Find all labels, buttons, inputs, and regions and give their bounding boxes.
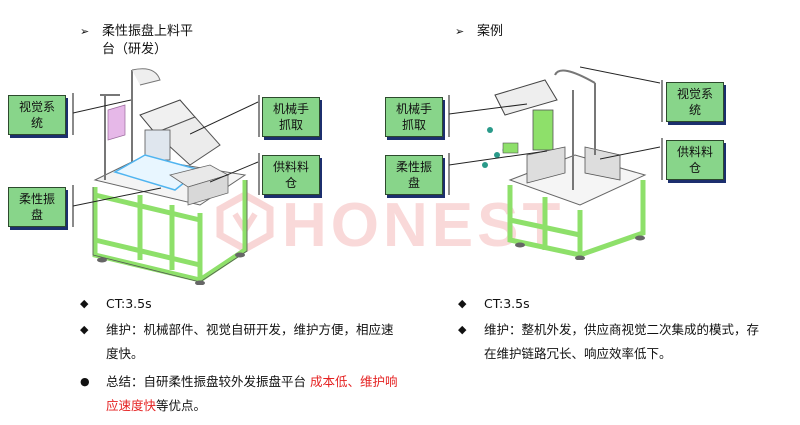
label-line: 视觉系 bbox=[676, 87, 713, 101]
callout-line bbox=[580, 66, 661, 84]
label-line: 仓 bbox=[284, 176, 297, 190]
label-line: 统 bbox=[30, 116, 43, 130]
label-feed-bin: 供料料 仓 bbox=[262, 155, 320, 195]
callout-bar bbox=[661, 138, 663, 180]
label-line: 抓取 bbox=[401, 118, 426, 132]
diamond-bullet-icon: ◆ bbox=[458, 323, 467, 336]
watermark-text: HONEST bbox=[282, 191, 565, 260]
right-machine-illustration bbox=[482, 69, 647, 260]
label-line: 柔性振 bbox=[395, 160, 432, 174]
label-line: 机械手 bbox=[272, 102, 309, 116]
callout-line bbox=[449, 150, 548, 166]
diamond-bullet-icon: ◆ bbox=[458, 297, 467, 310]
summary-text: 等优点。 bbox=[156, 398, 207, 413]
callout-line bbox=[73, 99, 132, 114]
right-heading: ➢ 案例 bbox=[455, 22, 555, 42]
label-flexible-feeder: 柔性振 盘 bbox=[8, 187, 66, 227]
bullet-text: 在维护链路冗长、响应效率低下。 bbox=[484, 346, 672, 361]
label-vision-system: 视觉系 统 bbox=[666, 82, 724, 122]
summary-text: 总结：自研柔性振盘较外发振盘平台 bbox=[106, 374, 310, 389]
summary-highlight: 应速度快 bbox=[106, 398, 157, 413]
callout-line bbox=[449, 103, 528, 115]
callout-bar bbox=[448, 153, 450, 195]
callout-bar bbox=[661, 80, 663, 122]
label-line: 盘 bbox=[30, 208, 43, 222]
label-line: 仓 bbox=[688, 161, 701, 175]
label-line: 机械手 bbox=[395, 102, 432, 116]
diamond-bullet-icon: ◆ bbox=[80, 297, 89, 310]
callout-bar bbox=[258, 95, 260, 137]
label-line: 抓取 bbox=[278, 118, 303, 132]
label-flexible-feeder: 柔性振 盘 bbox=[385, 155, 443, 195]
bullet-text: 度快。 bbox=[106, 346, 144, 361]
arrow-bullet-icon: ➢ bbox=[80, 25, 90, 38]
label-line: 柔性振 bbox=[18, 192, 55, 206]
left-heading-line2: 台（研发） bbox=[102, 42, 168, 57]
diamond-bullet-icon: ◆ bbox=[80, 323, 89, 336]
label-line: 盘 bbox=[407, 176, 420, 190]
label-vision-system: 视觉系 统 bbox=[8, 95, 66, 135]
callout-line bbox=[600, 146, 661, 160]
bullet-text: CT:3.5s bbox=[106, 296, 152, 311]
label-feed-bin: 供料料 仓 bbox=[666, 140, 724, 180]
bullet-text: 维护：整机外发，供应商视觉二次集成的模式，存 bbox=[484, 322, 760, 337]
bullet-text: CT:3.5s bbox=[484, 296, 530, 311]
left-heading-line1: 柔性振盘上料平 bbox=[102, 24, 194, 39]
label-line: 供料料 bbox=[676, 145, 713, 159]
label-line: 供料料 bbox=[272, 160, 309, 174]
arrow-bullet-icon: ➢ bbox=[455, 25, 465, 38]
summary-highlight: 成本低、维护响 bbox=[309, 374, 398, 389]
left-heading: ➢ 柔性振盘上料平 台（研发） bbox=[80, 22, 280, 62]
summary-line2: 应速度快等优点。 bbox=[106, 394, 206, 418]
callout-line bbox=[210, 161, 259, 183]
right-heading-text: 案例 bbox=[477, 24, 504, 39]
bullet-text: 维护：机械部件、视觉自研开发，维护方便，相应速 bbox=[106, 322, 394, 337]
callout-line bbox=[73, 187, 162, 207]
left-machine-illustration bbox=[92, 68, 248, 285]
label-line: 统 bbox=[688, 103, 701, 117]
label-robot-pick: 机械手 抓取 bbox=[385, 97, 443, 137]
callout-bar bbox=[448, 95, 450, 137]
callout-bar bbox=[258, 153, 260, 195]
circle-bullet-icon: ● bbox=[80, 375, 90, 388]
callout-bar bbox=[72, 93, 74, 135]
callout-line bbox=[190, 101, 259, 135]
label-line: 视觉系 bbox=[18, 100, 55, 114]
label-robot-pick: 机械手 抓取 bbox=[262, 97, 320, 137]
summary-line1: 总结：自研柔性振盘较外发振盘平台 成本低、维护响 bbox=[106, 370, 398, 394]
